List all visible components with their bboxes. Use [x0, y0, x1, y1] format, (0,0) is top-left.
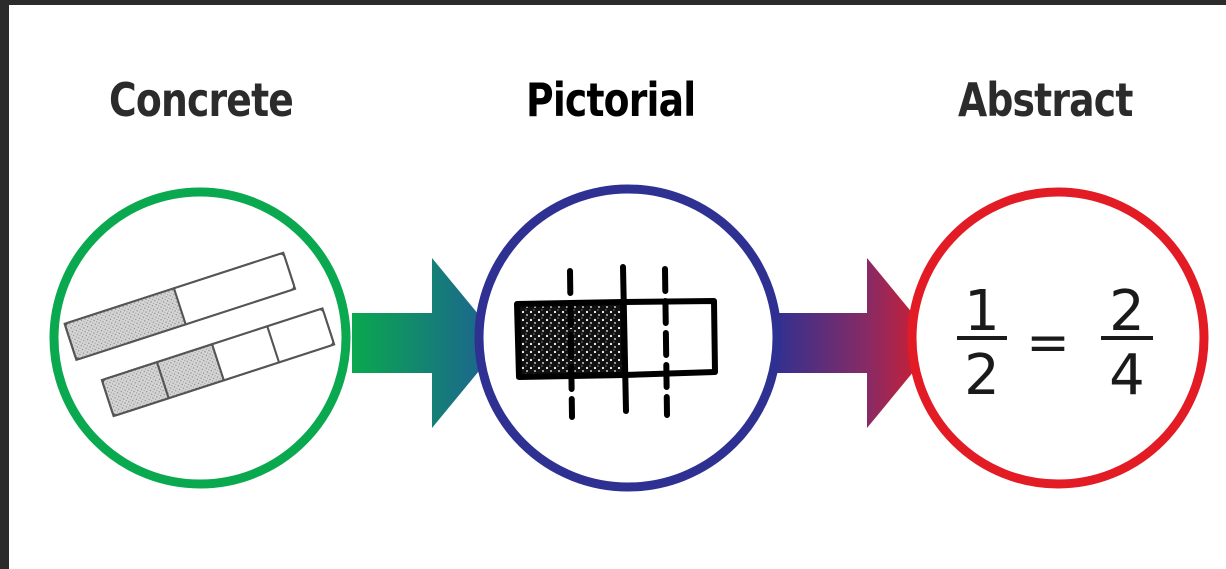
diagram-canvas: Concrete Pictorial Abstract	[9, 5, 1226, 569]
cpa-diagram: 1 2 = 2 4	[49, 184, 1209, 492]
fraction-right-numerator: 2	[1109, 279, 1145, 344]
sketched-fraction-bar-icon	[514, 264, 718, 420]
stage-label-concrete: Concrete	[109, 73, 294, 127]
equals-sign: =	[1026, 313, 1070, 373]
fraction-left-denominator: 2	[964, 343, 1000, 408]
right-arrow-icon	[772, 258, 937, 428]
stage-label-pictorial: Pictorial	[526, 73, 696, 127]
fraction-bars-icon	[63, 251, 336, 418]
pictorial-circle	[474, 184, 782, 492]
right-arrow-icon	[352, 258, 502, 428]
fraction-equation: 1 2 = 2 4	[957, 279, 1153, 408]
stage-label-abstract: Abstract	[958, 73, 1133, 127]
concrete-circle	[49, 187, 351, 489]
fraction-right-denominator: 4	[1109, 343, 1145, 408]
abstract-circle: 1 2 = 2 4	[907, 187, 1209, 489]
fraction-left-numerator: 1	[964, 279, 1000, 344]
